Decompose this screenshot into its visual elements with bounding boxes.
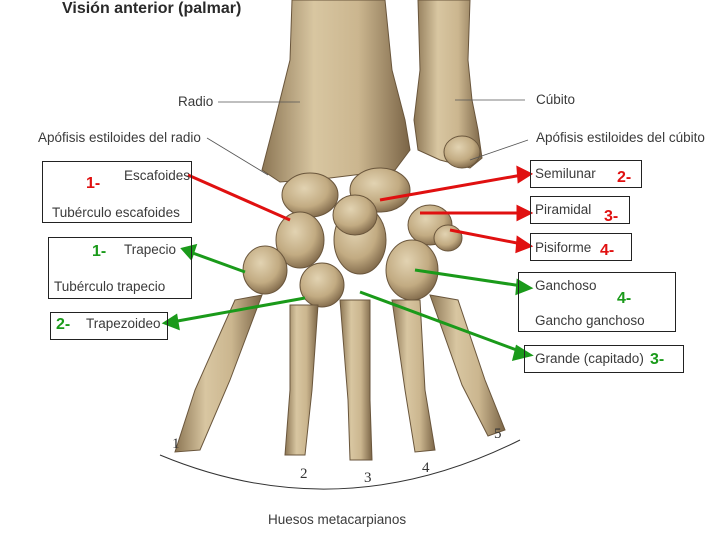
- green-arrows: [161, 243, 534, 362]
- label-grande: Grande (capitado): [535, 351, 644, 366]
- ulnar-styloid: [443, 135, 481, 169]
- metacarpal-number-4: 4: [422, 460, 430, 476]
- red-arrows: [187, 165, 534, 254]
- ulna-bone: [413, 0, 483, 169]
- box-trapezoideo: [50, 312, 168, 340]
- box-escafoides: [42, 161, 192, 223]
- box-trapecio: [48, 237, 192, 299]
- metacarpal-number-5: 5: [494, 426, 502, 442]
- metacarpal-bones: [174, 294, 506, 461]
- label-escafoides: Escafoides: [124, 168, 191, 183]
- label-gancho-ganchoso: Gancho ganchoso: [535, 313, 645, 328]
- label-semilunar: Semilunar: [535, 166, 596, 181]
- label-piramidal: Piramidal: [535, 202, 592, 217]
- carpal-bones: [242, 167, 463, 308]
- diagram-title: Visión anterior (palmar): [62, 0, 242, 17]
- marker-right-4: 4-: [600, 242, 615, 259]
- label-apofisis-radio: Apófisis estiloides del radio: [38, 130, 201, 145]
- label-huesos-metacarpianos: Huesos metacarpianos: [268, 512, 407, 527]
- metacarpal-number-1: 1: [172, 436, 180, 452]
- marker-right-3b: 3-: [650, 351, 665, 368]
- marker-left-1a: 1-: [86, 175, 101, 192]
- metacarpal-arc: [159, 439, 521, 490]
- metacarpal-number-2: 2: [300, 466, 308, 482]
- marker-right-4b: 4-: [617, 290, 632, 307]
- box-grande: [524, 345, 684, 373]
- label-pisiforme: Pisiforme: [535, 240, 592, 255]
- box-pisiforme: [530, 233, 632, 261]
- marker-right-2: 2-: [617, 169, 632, 186]
- label-ganchoso: Ganchoso: [535, 278, 597, 293]
- label-trapezoideo: Trapezoideo: [86, 316, 161, 331]
- metacarpal-number-3: 3: [364, 470, 372, 486]
- box-semilunar: [530, 160, 642, 188]
- label-radio: Radio: [178, 94, 214, 109]
- label-trapecio: Trapecio: [124, 242, 177, 257]
- leader-lines: [206, 99, 529, 176]
- marker-left-1b: 1-: [92, 243, 107, 260]
- marker-left-2: 2-: [56, 316, 71, 333]
- box-ganchoso: [518, 272, 676, 332]
- box-piramidal: [530, 196, 630, 224]
- label-tuberculo-escafoides: Tubérculo escafoides: [52, 205, 180, 220]
- label-cubito: Cúbito: [536, 92, 576, 107]
- label-apofisis-cubito: Apófisis estiloides del cúbito: [536, 130, 705, 145]
- marker-right-3: 3-: [604, 208, 619, 225]
- label-tuberculo-trapecio: Tubérculo trapecio: [54, 279, 166, 294]
